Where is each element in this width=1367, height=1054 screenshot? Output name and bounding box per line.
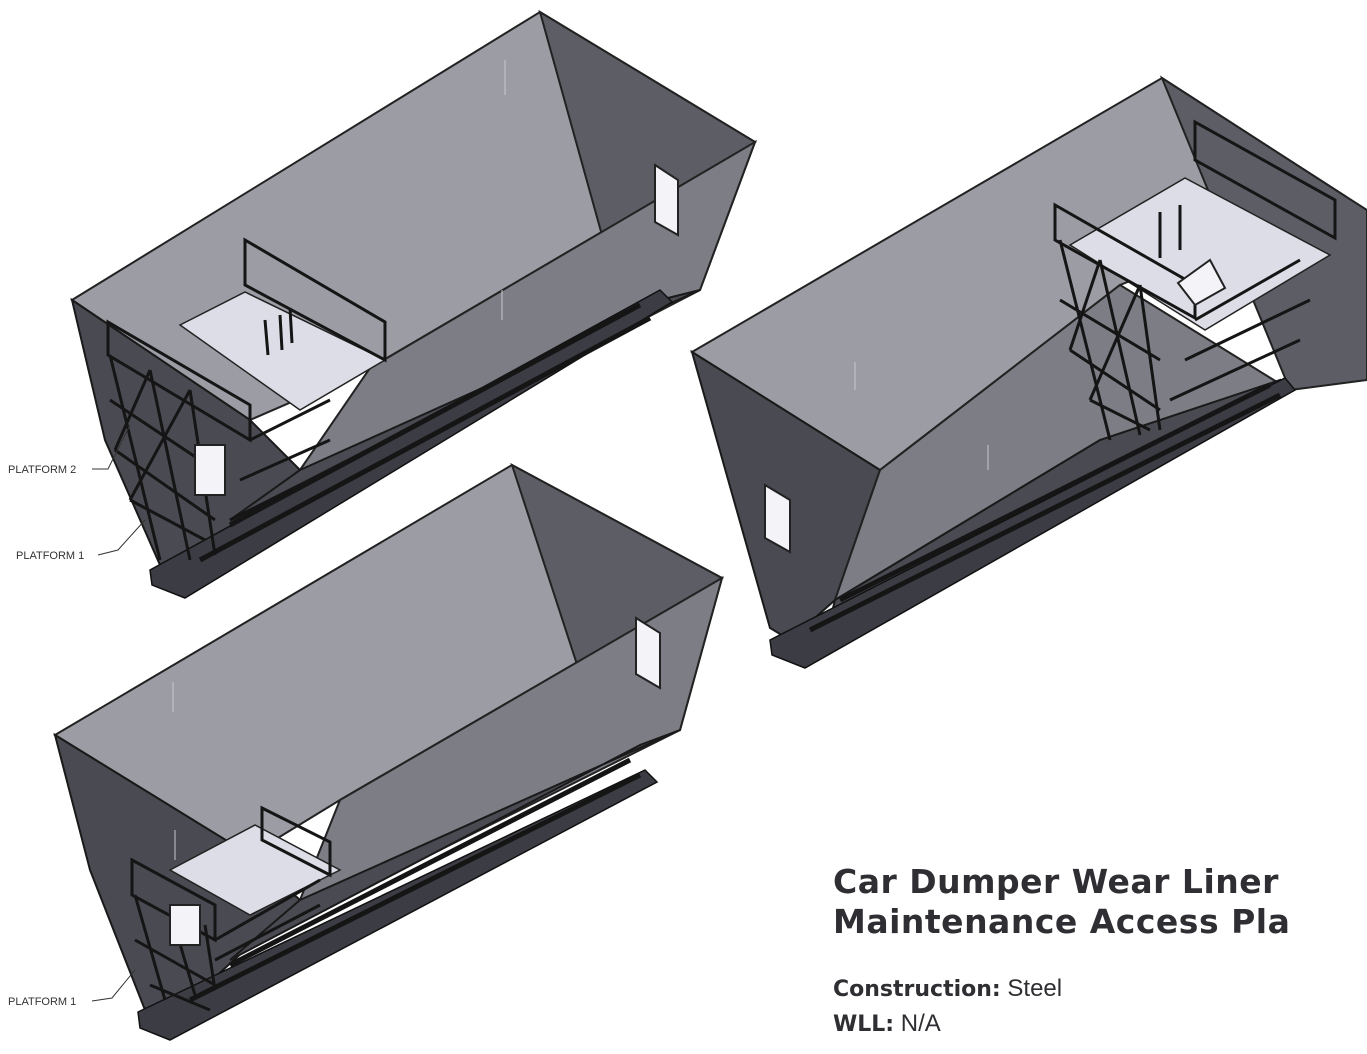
hopper-1-stair-opening	[194, 444, 226, 496]
spec-wll: WLL: N/A	[833, 1007, 1290, 1042]
hopper-1-door	[654, 163, 679, 237]
platform-2-leader	[92, 424, 131, 470]
wll-value: N/A	[900, 1010, 941, 1037]
hopper-2-guardrail-front	[1053, 202, 1197, 321]
platform-2-callout: PLATFORM 2	[8, 464, 76, 476]
platform-1-callout: PLATFORM 1	[16, 550, 84, 562]
hopper-1-rail	[228, 302, 642, 528]
hopper-3-base	[137, 769, 659, 1041]
title-block: Car Dumper Wear Liner Maintenance Access…	[833, 862, 1290, 1042]
hopper-3-stair-opening	[169, 904, 201, 946]
hopper-3-truss	[133, 878, 321, 1012]
hopper-2-rail-2	[808, 392, 1282, 633]
hopper-3-rail	[228, 757, 632, 968]
hopper-3-deck	[168, 824, 342, 916]
spec-construction: Construction: Steel	[833, 972, 1290, 1007]
wll-label: WLL:	[833, 1012, 895, 1037]
hopper-1-guardrail-right	[243, 237, 387, 363]
hopper-3-guardrail-right	[260, 805, 332, 878]
hopper-2-hatch	[1176, 258, 1227, 307]
hopper-view-1: PLATFORM 2 PLATFORM 1	[8, 9, 757, 599]
hopper-view-2	[690, 75, 1367, 669]
platform-1-leader-lower	[91, 969, 136, 1002]
hopper-2-rail	[838, 382, 1272, 603]
hopper-3-rail-2	[188, 772, 642, 1003]
hopper-2-door	[764, 483, 791, 554]
platform-1-callout-lower: PLATFORM 1	[8, 996, 76, 1008]
title-line-1: Car Dumper Wear Liner	[833, 862, 1279, 901]
hopper-3-platform-frame	[130, 805, 342, 1012]
hopper-2-guardrail-back	[1193, 119, 1337, 241]
platform-1-leader	[97, 519, 146, 556]
title-line-2: Maintenance Access Pla	[833, 902, 1291, 941]
construction-label: Construction:	[833, 977, 1001, 1002]
hopper-1-post	[263, 307, 294, 356]
hopper-2-post	[1158, 205, 1182, 258]
spec-list: Construction: Steel WLL: N/A	[833, 972, 1290, 1042]
hopper-view-3: PLATFORM 1	[8, 462, 725, 1041]
hopper-1-rail-2	[198, 315, 652, 563]
hopper-2-deck	[1068, 177, 1332, 331]
hopper-3-door	[635, 616, 661, 690]
hopper-2-truss	[1058, 239, 1311, 441]
construction-value: Steel	[1007, 975, 1063, 1002]
hopper-1-platform-frame	[106, 237, 387, 561]
hopper-2-platform-frame	[1053, 119, 1337, 441]
